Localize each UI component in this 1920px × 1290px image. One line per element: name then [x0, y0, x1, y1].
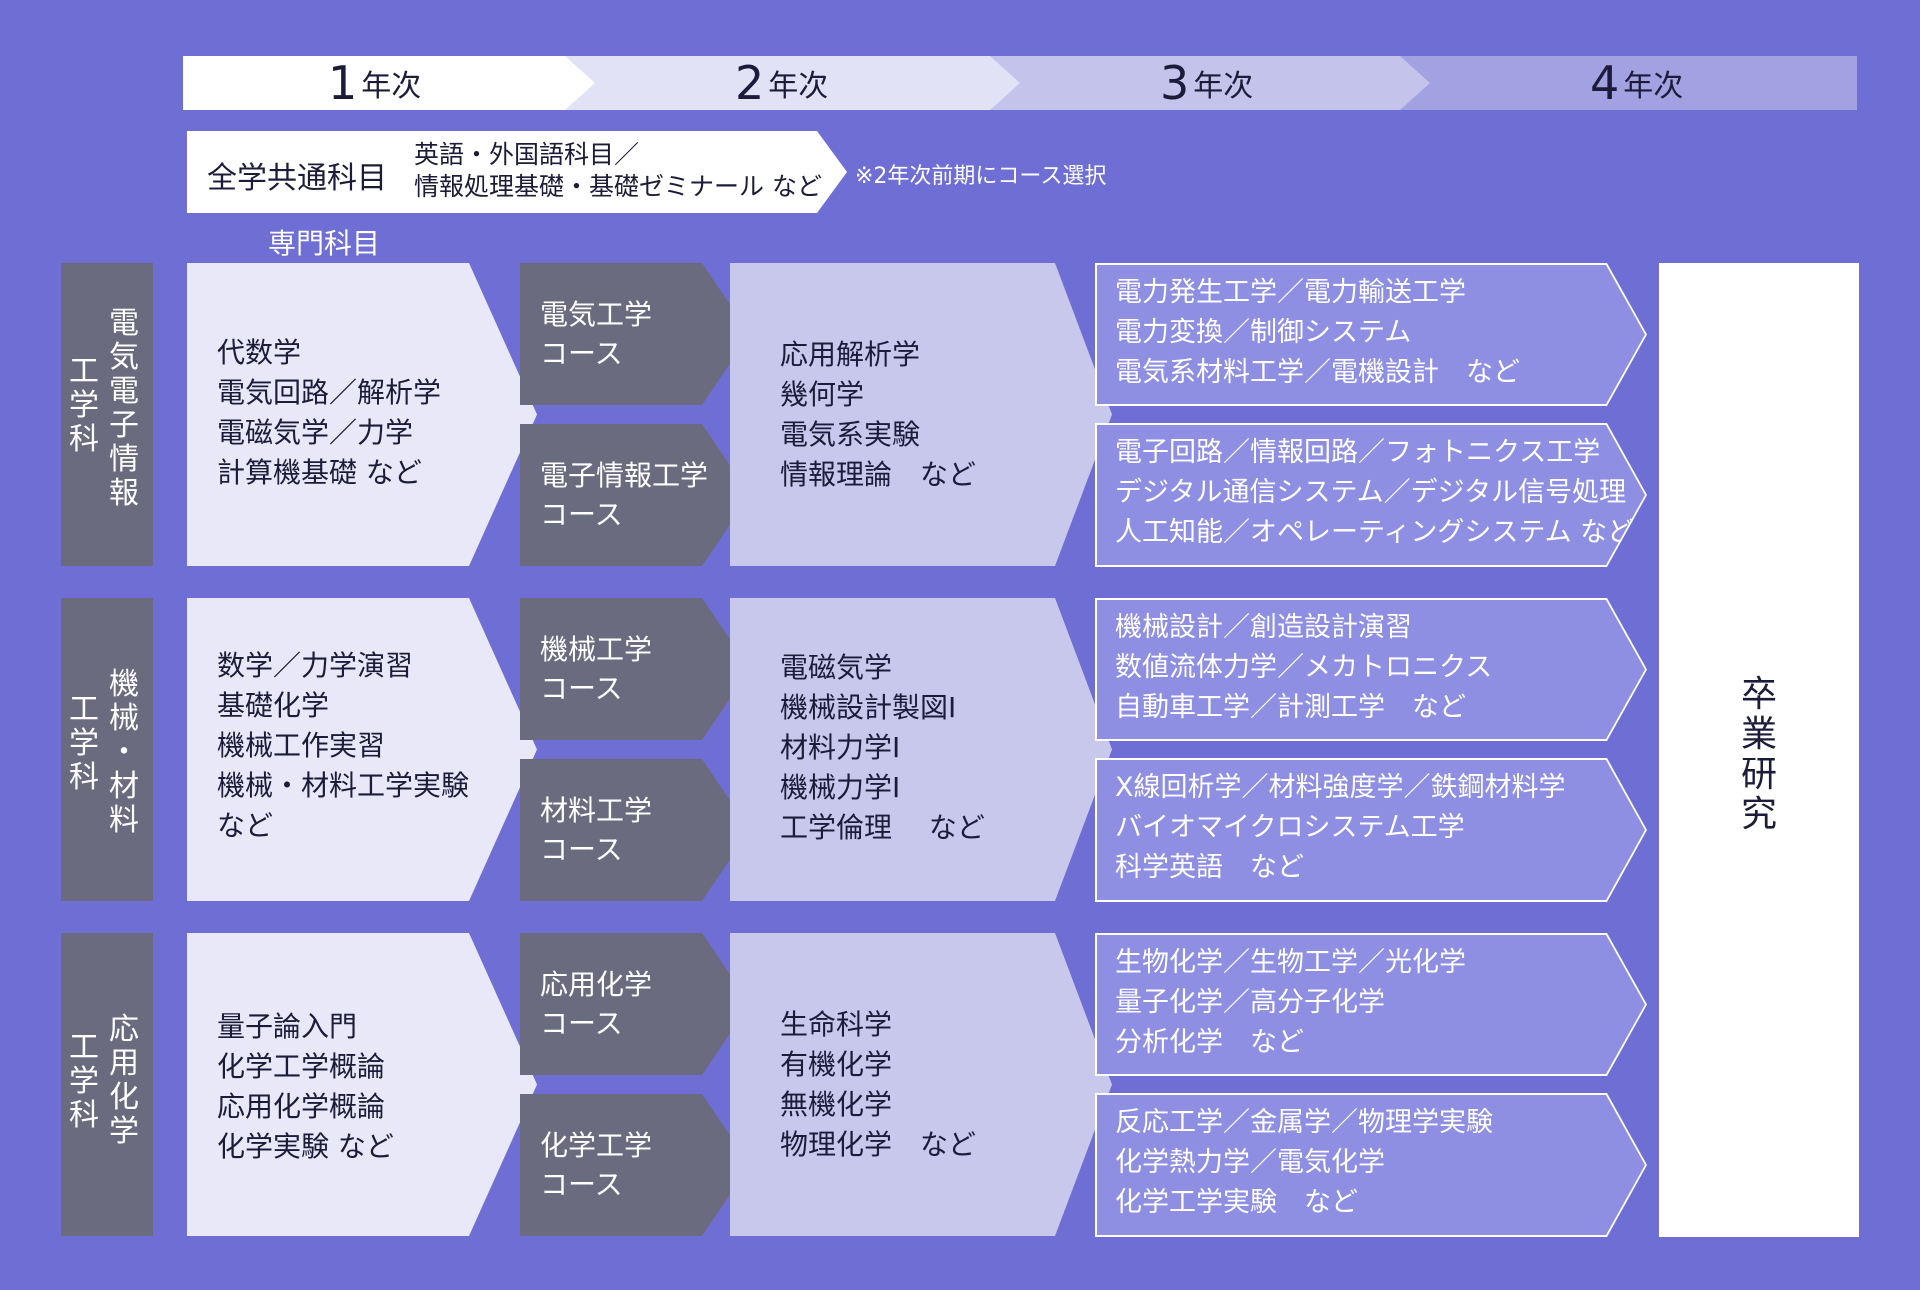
dept-char: ・: [109, 735, 139, 770]
year1-subjects-mechanical: 数学／力学演習 基礎化学 機械工作実習 機械・材料工学実験 など: [187, 598, 537, 901]
upper-subjects-mechanical-engineering: 機械設計／創造設計演習 数値流体力学／メカトロニクス 自動車工学／計測工学 など: [1095, 598, 1647, 741]
dept-char: 報: [109, 476, 139, 511]
upper-subjects-chemical-engineering: 反応工学／金属学／物理学実験 化学熱力学／電気化学 化学工学実験 など: [1095, 1093, 1647, 1237]
upper-subjects-text: 電子回路／情報回路／フォトニクス工学 デジタル通信システム／デジタル信号処理 人…: [1115, 437, 1635, 548]
dept-char: 料: [109, 803, 139, 838]
year2-subjects-mechanical: 電磁気学 機械設計製図Ⅰ 材料力学Ⅰ 機械力学Ⅰ 工学倫理 など: [730, 598, 1112, 901]
course-selection-note: ※2年次前期にコース選択: [855, 164, 1107, 189]
common-subjects-line-1: 英語・外国語科目／: [414, 140, 640, 169]
upper-subjects-text: 反応工学／金属学／物理学実験 化学熱力学／電気化学 化学工学実験 など: [1115, 1107, 1493, 1218]
course-box-electronic-information: 電子情報工学 コース: [520, 424, 750, 566]
dept-char: 学: [109, 1114, 139, 1149]
graduation-char: 業: [1740, 714, 1777, 755]
common-subjects-list: 英語・外国語科目／ 情報処理基礎・基礎ゼミナール など: [414, 139, 822, 203]
department-label-electrical-col1: 電 気 電 子 情 報: [109, 307, 139, 511]
course-name: 電気工学 コース: [540, 298, 653, 370]
dept-char: 科: [69, 422, 99, 457]
year-3-number: 3: [1160, 56, 1190, 110]
course-box-electrical-engineering: 電気工学 コース: [520, 263, 750, 405]
common-subjects-banner: 全学共通科目 英語・外国語科目／ 情報処理基礎・基礎ゼミナール など: [187, 131, 847, 213]
dept-char: 材: [109, 769, 139, 804]
year-4-number: 4: [1590, 56, 1620, 110]
dept-char: 工: [69, 354, 99, 389]
department-label-electrical: 電 気 電 子 情 報 工 学 科: [61, 263, 153, 566]
course-name: 材料工学 コース: [540, 794, 653, 866]
year1-subjects-chemistry: 量子論入門 化学工学概論 応用化学概論 化学実験 など: [187, 933, 537, 1236]
upper-subjects-text: X線回析学／材料強度学／鉄鋼材料学 バイオマイクロシステム工学 科学英語 など: [1115, 772, 1566, 883]
year-4-label: 年次: [1623, 69, 1684, 104]
department-label-mechanical-col2: 工 学 科: [69, 693, 99, 795]
upper-subjects-applied-chemistry: 生物化学／生物工学／光化学 量子化学／高分子化学 分析化学 など: [1095, 933, 1647, 1076]
course-box-mechanical-engineering: 機械工学 コース: [520, 598, 750, 740]
department-label-applied-chemistry: 応 用 化 学 工 学 科: [61, 933, 153, 1236]
year2-subjects-text: 応用解析学 幾何学 電気系実験 情報理論 など: [780, 338, 977, 491]
graduation-char: 卒: [1740, 674, 1777, 715]
department-label-chemistry-col1: 応 用 化 学: [109, 1013, 139, 1149]
dept-char: 学: [69, 1064, 99, 1099]
specialized-subjects-label: 専門科目: [268, 227, 381, 260]
dept-char: 電: [109, 306, 139, 341]
year-2-number: 2: [735, 56, 765, 110]
graduation-research-label: 卒 業 研 究: [1659, 675, 1859, 835]
department-label-chemistry-col2: 工 学 科: [69, 1031, 99, 1133]
department-label-mechanical-col1: 機 械 ・ 材 料: [109, 668, 139, 838]
graduation-research-block: 卒 業 研 究: [1659, 263, 1859, 1237]
upper-subjects-text: 生物化学／生物工学／光化学 量子化学／高分子化学 分析化学 など: [1115, 947, 1466, 1058]
dept-char: 用: [109, 1046, 139, 1081]
upper-subjects-electrical-engineering: 電力発生工学／電力輸送工学 電力変換／制御システム 電気系材料工学／電機設計 な…: [1095, 263, 1647, 406]
year2-subjects-text: 電磁気学 機械設計製図Ⅰ 材料力学Ⅰ 機械力学Ⅰ 工学倫理 など: [780, 651, 985, 844]
course-name: 応用化学 コース: [540, 968, 653, 1040]
year-3-label: 年次: [1193, 69, 1254, 104]
year1-subjects-text: 量子論入門 化学工学概論 応用化学概論 化学実験 など: [217, 1010, 394, 1163]
course-box-materials-engineering: 材料工学 コース: [520, 759, 750, 901]
dept-char: 気: [109, 340, 139, 375]
course-box-chemical-engineering: 化学工学 コース: [520, 1094, 750, 1236]
dept-char: 応: [109, 1012, 139, 1047]
dept-char: 子: [109, 408, 139, 443]
dept-char: 工: [69, 692, 99, 727]
year2-subjects-text: 生命科学 有機化学 無機化学 物理化学 など: [780, 1008, 977, 1161]
year1-subjects-text: 代数学 電気回路／解析学 電磁気学／力学 計算機基礎 など: [217, 336, 442, 489]
dept-char: 科: [69, 760, 99, 795]
dept-char: 学: [69, 388, 99, 423]
upper-subjects-electronic-information: 電子回路／情報回路／フォトニクス工学 デジタル通信システム／デジタル信号処理 人…: [1095, 423, 1647, 567]
dept-char: 科: [69, 1098, 99, 1133]
upper-subjects-text: 機械設計／創造設計演習 数値流体力学／メカトロニクス 自動車工学／計測工学 など: [1115, 612, 1493, 723]
year2-subjects-chemistry: 生命科学 有機化学 無機化学 物理化学 など: [730, 933, 1112, 1236]
year1-subjects-electrical: 代数学 電気回路／解析学 電磁気学／力学 計算機基礎 など: [187, 263, 537, 566]
year-1-number: 1: [328, 56, 358, 110]
dept-char: 工: [69, 1030, 99, 1065]
course-name: 機械工学 コース: [540, 633, 653, 705]
upper-subjects-text: 電力発生工学／電力輸送工学 電力変換／制御システム 電気系材料工学／電機設計 な…: [1115, 277, 1520, 388]
course-box-applied-chemistry: 応用化学 コース: [520, 933, 750, 1075]
course-name: 電子情報工学 コース: [540, 459, 709, 531]
upper-subjects-materials-engineering: X線回析学／材料強度学／鉄鋼材料学 バイオマイクロシステム工学 科学英語 など: [1095, 758, 1647, 902]
dept-char: 学: [69, 726, 99, 761]
year-2-label: 年次: [768, 69, 829, 104]
year1-subjects-text: 数学／力学演習 基礎化学 機械工作実習 機械・材料工学実験 など: [217, 649, 470, 842]
department-label-mechanical-materials: 機 械 ・ 材 料 工 学 科: [61, 598, 153, 901]
dept-char: 化: [109, 1080, 139, 1115]
course-name: 化学工学 コース: [540, 1129, 653, 1201]
dept-char: 電: [109, 374, 139, 409]
common-subjects-line-2: 情報処理基礎・基礎ゼミナール など: [414, 172, 822, 201]
dept-char: 機: [109, 667, 139, 702]
dept-char: 情: [109, 442, 139, 477]
graduation-char: 究: [1740, 794, 1777, 835]
department-label-electrical-col2: 工 学 科: [69, 355, 99, 457]
dept-char: 械: [109, 701, 139, 736]
graduation-char: 研: [1740, 754, 1777, 795]
year-1-label: 年次: [361, 69, 422, 104]
year2-subjects-electrical: 応用解析学 幾何学 電気系実験 情報理論 など: [730, 263, 1112, 566]
common-subjects-title: 全学共通科目: [207, 161, 387, 196]
